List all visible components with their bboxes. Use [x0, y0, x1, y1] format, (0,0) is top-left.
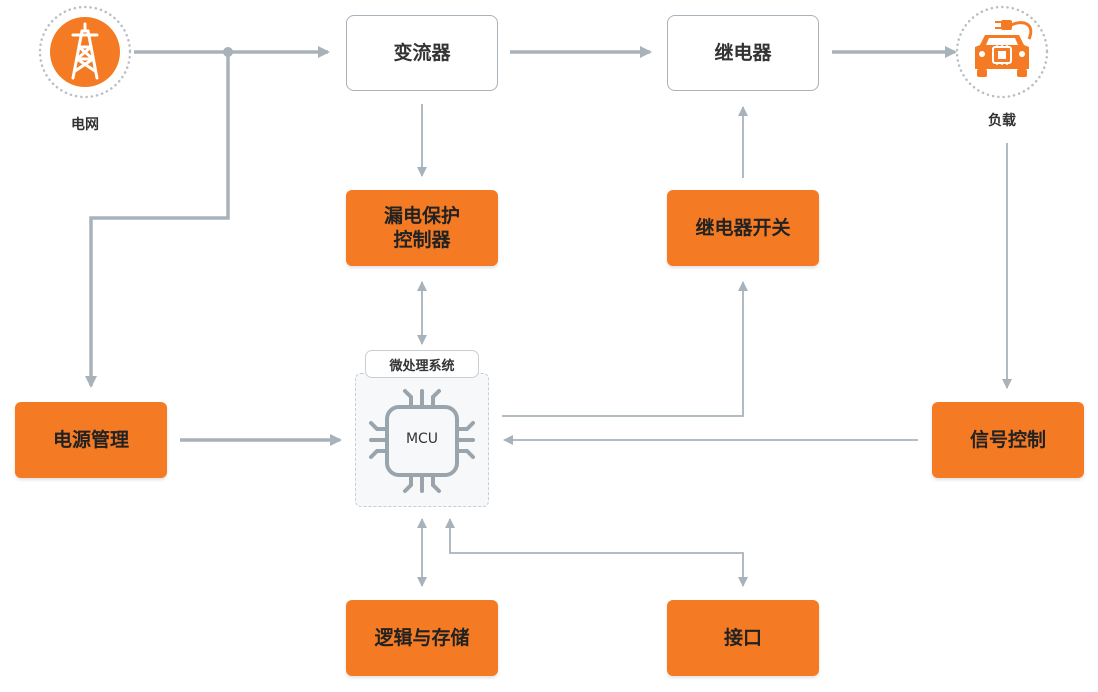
electric-vehicle-icon — [955, 5, 1049, 99]
load-label: 负载 — [988, 113, 1016, 129]
grid-node — [38, 5, 132, 99]
chip-icon — [369, 389, 475, 493]
logic-storage-label: 逻辑与存储 — [374, 627, 470, 649]
arrow-mcu-interface — [445, 518, 748, 587]
relay-label: 继电器 — [714, 42, 772, 64]
logic-storage-box: 逻辑与存储 — [346, 600, 498, 676]
load-node — [955, 5, 1049, 99]
power-management-box: 电源管理 — [15, 402, 167, 478]
grid-label: 电网 — [71, 117, 99, 133]
signal-control-box: 信号控制 — [932, 402, 1084, 478]
arrow-mcu-to-relayswitch — [502, 281, 748, 417]
interface-label: 接口 — [723, 627, 762, 649]
converter-label: 变流器 — [393, 42, 451, 64]
converter-box: 变流器 — [346, 15, 498, 91]
arrow-grid-to-power-management — [85, 52, 230, 388]
signal-control-label: 信号控制 — [969, 429, 1046, 451]
mcu-chip-label: MCU — [405, 431, 439, 447]
power-management-label: 电源管理 — [52, 429, 129, 451]
relay-switch-label: 继电器开关 — [695, 217, 791, 239]
relay-box: 继电器 — [667, 15, 819, 91]
leakage-protection-box: 漏电保护 控制器 — [346, 190, 498, 266]
mcu-system-tab: 微处理系统 — [365, 350, 479, 378]
leakage-protection-label: 漏电保护 控制器 — [383, 205, 460, 251]
interface-box: 接口 — [667, 600, 819, 676]
relay-switch-box: 继电器开关 — [667, 190, 819, 266]
power-tower-icon — [38, 5, 132, 99]
